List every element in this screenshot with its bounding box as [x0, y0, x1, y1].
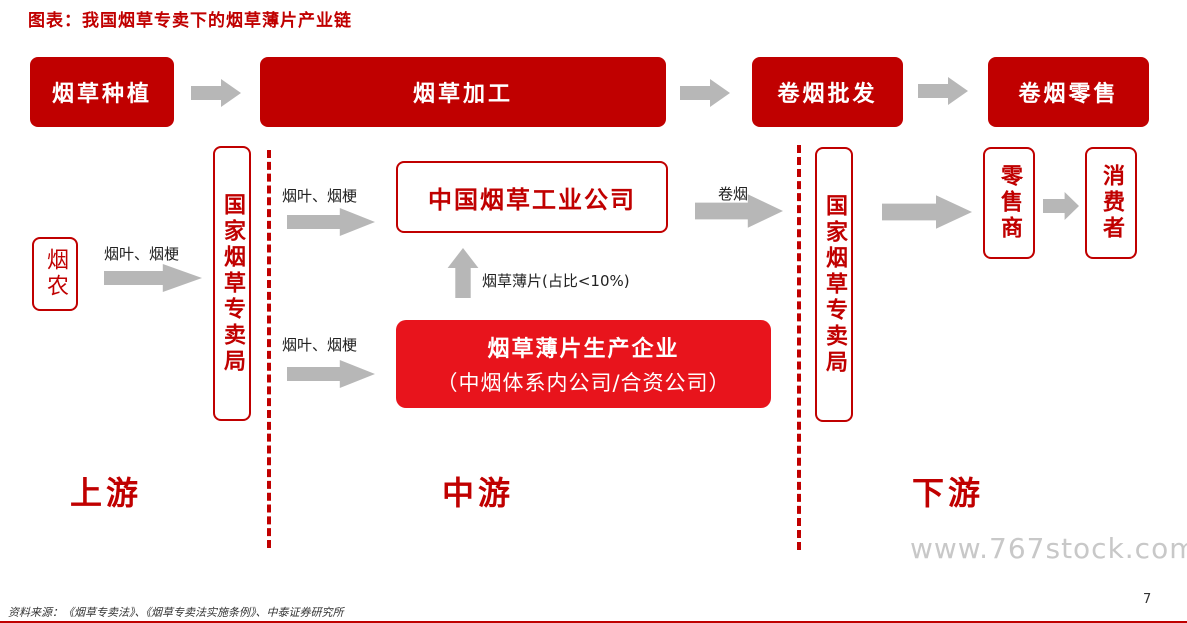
- label-sheet-to-cnt: 烟草薄片(占比<10%): [482, 272, 630, 290]
- node-consumer-label: 消费者: [1099, 164, 1124, 242]
- node-cnt-industry: 中国烟草工业公司: [396, 161, 668, 233]
- node-retailer-label: 零售商: [997, 164, 1022, 242]
- arrow-monopoly-to-sheet: [287, 360, 375, 388]
- node-sheet-company: 烟草薄片生产企业 （中烟体系内公司/合资公司）: [396, 320, 771, 408]
- stage-wholesale-label: 卷烟批发: [777, 82, 878, 107]
- arrow-sheet-to-cnt: [447, 248, 479, 298]
- node-sheet-company-line2: （中烟体系内公司/合资公司）: [436, 371, 731, 395]
- divider-right: [797, 145, 801, 550]
- stage-planting: 烟草种植: [30, 57, 174, 127]
- source-note: 资料来源：《烟草专卖法》、《烟草专卖法实施条例》、中泰证券研究所: [8, 606, 344, 619]
- stage-planting-label: 烟草种植: [51, 82, 152, 107]
- arrow-wholesale-to-retail: [918, 77, 968, 105]
- label-farmer-to-monopoly: 烟叶、烟梗: [104, 245, 180, 263]
- node-monopoly-right: 国家烟草专卖局: [815, 147, 853, 422]
- stage-retail-label: 卷烟零售: [1018, 82, 1119, 107]
- stage-processing: 烟草加工: [260, 57, 666, 127]
- arrow-monopoly-to-retailer: [882, 195, 972, 229]
- arrow-monopoly-to-cnt: [287, 208, 375, 236]
- node-farmer-label: 烟农: [43, 248, 68, 300]
- node-consumer: 消费者: [1085, 147, 1137, 259]
- node-retailer: 零售商: [983, 147, 1035, 259]
- label-cnt-to-monopoly: 卷烟: [718, 185, 749, 203]
- node-monopoly-left: 国家烟草专卖局: [213, 146, 251, 421]
- chart-title: 图表：我国烟草专卖下的烟草薄片产业链: [28, 11, 352, 31]
- node-monopoly-left-label: 国家烟草专卖局: [220, 192, 245, 375]
- divider-left: [267, 150, 271, 548]
- tier-upstream: 上游: [70, 474, 143, 512]
- stage-processing-label: 烟草加工: [412, 82, 513, 107]
- arrow-planting-to-processing: [191, 79, 241, 107]
- label-monopoly-to-sheet: 烟叶、烟梗: [282, 336, 358, 354]
- page-number: 7: [1143, 592, 1152, 607]
- watermark: www.767stock.com: [910, 532, 1187, 565]
- label-monopoly-to-cnt: 烟叶、烟梗: [282, 187, 358, 205]
- arrow-retailer-to-consumer: [1043, 192, 1079, 220]
- node-cnt-industry-label: 中国烟草工业公司: [428, 185, 636, 214]
- stage-retail: 卷烟零售: [988, 57, 1149, 127]
- arrow-processing-to-wholesale: [680, 79, 730, 107]
- arrow-farmer-to-monopoly: [104, 264, 202, 292]
- tier-midstream: 中游: [442, 474, 515, 512]
- node-sheet-company-line1: 烟草薄片生产企业: [487, 337, 680, 362]
- node-monopoly-right-label: 国家烟草专卖局: [822, 193, 847, 376]
- tier-downstream: 下游: [912, 474, 985, 512]
- stage-wholesale: 卷烟批发: [752, 57, 903, 127]
- footer-rule: [0, 621, 1187, 623]
- node-farmer: 烟农: [32, 237, 78, 311]
